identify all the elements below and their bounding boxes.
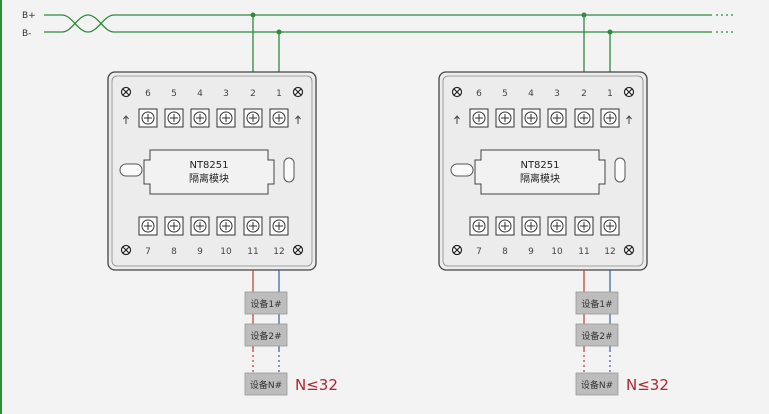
up-arrow-icon [295, 115, 301, 124]
bottom-terminal-label: 11 [247, 247, 258, 257]
device-count-note: N≤32 [626, 376, 669, 394]
bottom-terminal-label: 12 [273, 247, 284, 257]
module-inner-frame [111, 75, 313, 267]
bus-wires [44, 14, 735, 33]
device-box [244, 291, 288, 315]
side-slot-right [283, 157, 295, 183]
bottom-terminal-screw [243, 216, 263, 236]
device-box [575, 372, 619, 396]
device-label: 设备N# [250, 379, 282, 391]
top-terminal-screw [164, 108, 184, 128]
module-name: 隔离模块 [189, 172, 229, 185]
bottom-terminal-screw [164, 216, 184, 236]
top-terminal-screw [521, 108, 541, 128]
device-count-note: N≤32 [295, 376, 338, 394]
bottom-terminal-label: 11 [578, 247, 589, 257]
top-terminal-screw [216, 108, 236, 128]
top-terminal-label: 1 [607, 89, 613, 99]
top-terminal-screw [495, 108, 515, 128]
mounting-screw-icon [623, 86, 635, 98]
up-arrow-icon [454, 115, 460, 124]
top-terminal-label: 6 [145, 89, 151, 99]
top-terminal-label: 3 [554, 89, 560, 99]
bottom-terminal-screw [600, 216, 620, 236]
device-label: 设备2# [250, 330, 281, 342]
device-box [575, 323, 619, 347]
module-model: NT8251 [520, 160, 559, 171]
device-label: 设备1# [581, 298, 612, 310]
mounting-screw-icon [120, 244, 132, 256]
top-terminal-label: 2 [250, 89, 256, 99]
up-arrow-icon [123, 115, 129, 124]
device-box [244, 323, 288, 347]
top-terminal-screw [190, 108, 210, 128]
mounting-screw-icon [292, 86, 304, 98]
top-terminal-label: 3 [223, 89, 229, 99]
bus-junction-dot [276, 29, 282, 35]
top-terminal-screw [469, 108, 489, 128]
bottom-terminal-label: 8 [502, 247, 508, 257]
device-label: 设备1# [250, 298, 281, 310]
device-label: 设备N# [581, 379, 613, 391]
bus-negative-label: B- [22, 29, 31, 39]
device-label: 设备2# [581, 330, 612, 342]
bottom-terminal-screw [216, 216, 236, 236]
top-terminal-label: 4 [197, 89, 203, 99]
top-terminal-label: 2 [581, 89, 587, 99]
mounting-screw-icon [451, 86, 463, 98]
mounting-screw-icon [292, 244, 304, 256]
bottom-terminal-screw [521, 216, 541, 236]
bus-junction-dot [250, 12, 256, 18]
bottom-terminal-label: 10 [551, 247, 563, 257]
top-terminal-screw [269, 108, 289, 128]
bottom-terminal-label: 9 [197, 247, 203, 257]
bottom-terminal-screw [469, 216, 489, 236]
bottom-terminal-label: 12 [604, 247, 615, 257]
top-terminal-label: 5 [502, 89, 508, 99]
side-slot-right [614, 157, 626, 183]
bottom-terminal-label: 7 [145, 247, 151, 257]
module-label-plate [143, 149, 275, 195]
top-terminal-screw [547, 108, 567, 128]
top-terminal-screw [600, 108, 620, 128]
bottom-terminal-screw [269, 216, 289, 236]
bottom-terminal-label: 9 [528, 247, 534, 257]
module-model: NT8251 [189, 160, 228, 171]
module-name: 隔离模块 [520, 172, 560, 185]
bottom-terminal-label: 8 [171, 247, 177, 257]
top-terminal-screw [574, 108, 594, 128]
mounting-screw-icon [120, 86, 132, 98]
bus-negative-twist [44, 14, 140, 33]
module-inner-frame [442, 75, 644, 267]
side-slot-left [450, 163, 474, 177]
top-terminal-label: 6 [476, 89, 482, 99]
bottom-terminal-label: 7 [476, 247, 482, 257]
bottom-terminal-screw [138, 216, 158, 236]
top-terminal-screw [243, 108, 263, 128]
module-label-plate [474, 149, 606, 195]
mounting-screw-icon [623, 244, 635, 256]
bottom-terminal-screw [495, 216, 515, 236]
bus-junction-dot [607, 29, 613, 35]
device-box [244, 372, 288, 396]
bus-positive-twist [44, 14, 140, 33]
bottom-terminal-screw [547, 216, 567, 236]
device-box [575, 291, 619, 315]
top-terminal-screw [138, 108, 158, 128]
side-slot-left [119, 163, 143, 177]
mounting-screw-icon [451, 244, 463, 256]
top-terminal-label: 4 [528, 89, 534, 99]
bottom-terminal-label: 10 [220, 247, 232, 257]
bottom-terminal-screw [574, 216, 594, 236]
top-terminal-label: 1 [276, 89, 282, 99]
bus-positive-label: B+ [22, 11, 36, 21]
top-terminal-label: 5 [171, 89, 177, 99]
up-arrow-icon [626, 115, 632, 124]
bus-junction-dot [581, 12, 587, 18]
bottom-terminal-screw [190, 216, 210, 236]
